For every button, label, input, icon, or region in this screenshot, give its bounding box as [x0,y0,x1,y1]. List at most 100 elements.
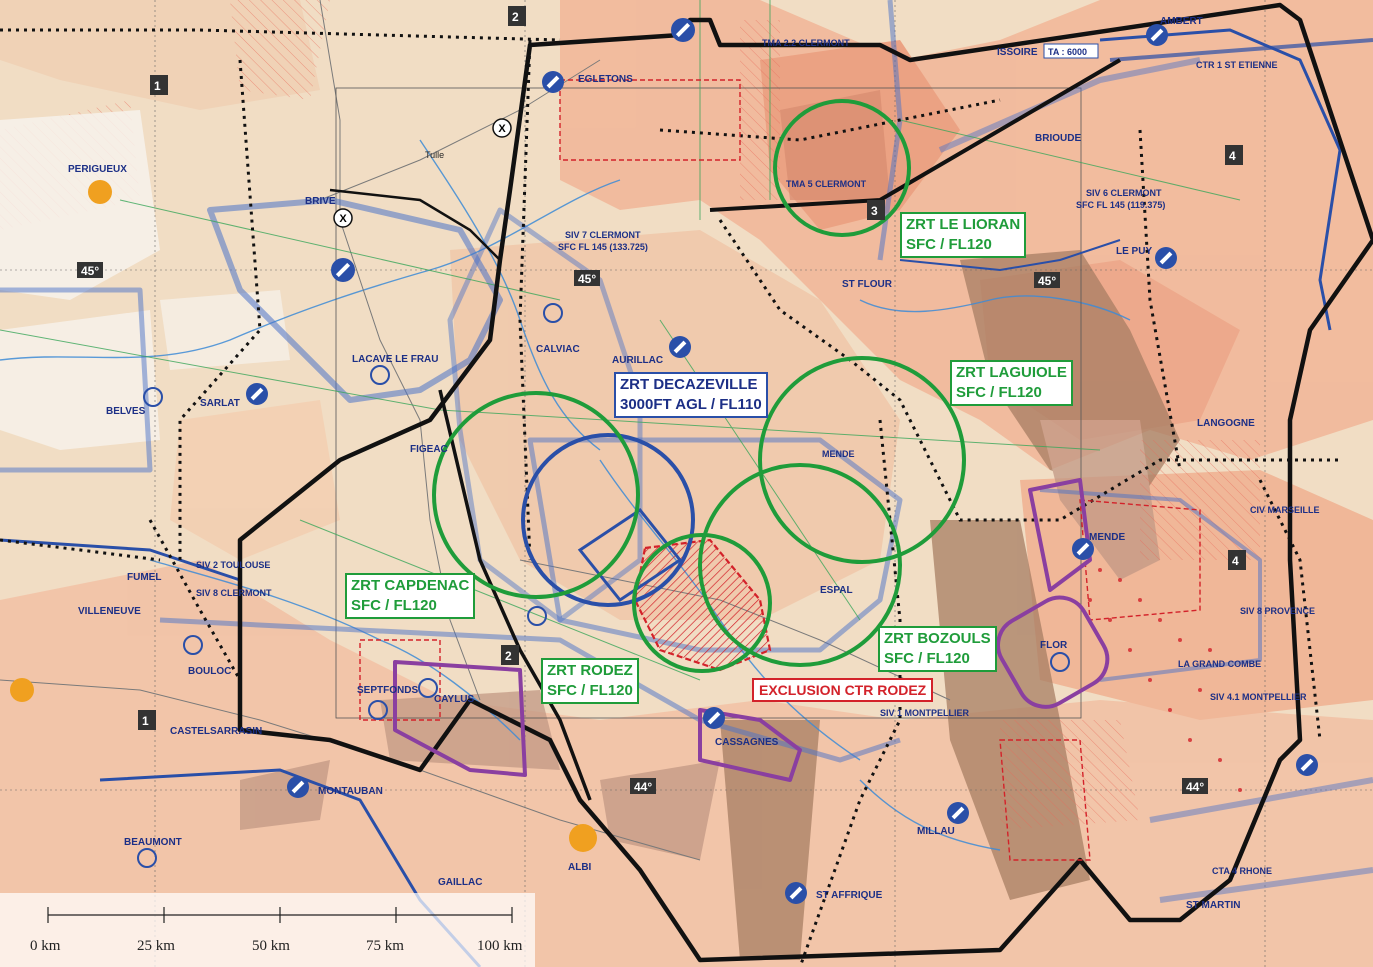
sector-number-1a: 1 [154,79,161,93]
airport-symbols [10,18,1318,904]
place-calviac: CALVIAC [536,344,580,355]
place-sarlat: SARLAT [200,398,240,409]
exclusion-ctr-rodez-label: EXCLUSION CTR RODEZ [752,678,934,702]
zrt-capdenac-name: ZRT CAPDENAC [351,577,470,594]
place-langogne: LANGOGNE [1197,418,1255,429]
zrt-lioran-circle [773,99,911,237]
grid-labels: 2 3 1 1 2 4 4 45° 45° 45° 44° 44° [81,10,1239,794]
fir-dotted-lines [0,28,1340,967]
place-lacave: LACAVE LE FRAU [352,354,438,365]
zrt-laguiole-label: ZRT LAGUIOLE SFC / FL120 [950,360,1073,406]
zrt-capdenac-circle [432,391,640,599]
place-castelsarrasin: CASTELSARRASIN [170,726,262,737]
scale-label-75: 75 km [366,938,404,954]
label-mende-v: MENDE [822,449,855,459]
zrt-bozouls-name: ZRT BOZOULS [884,630,991,647]
zrt-lioran-label: ZRT LE LIORAN SFC / FL120 [900,212,1027,258]
place-issoire: ISSOIRE [997,47,1038,58]
place-tulle: Tulle [425,150,444,160]
sector-number-boxes [77,6,1246,794]
zrt-lioran-name: ZRT LE LIORAN [906,216,1021,233]
place-septfonds: SEPTFONDS [357,685,418,696]
scale-bar: 0 km 25 km 50 km 75 km 100 km [0,893,535,967]
label-siv1m: SIV 1 MONTPELLIER [880,708,970,718]
place-egletons: EGLETONS [578,74,633,85]
place-brioude: BRIOUDE [1035,133,1081,144]
svg-text:X: X [498,123,506,135]
sector-number-2a: 2 [512,10,519,24]
place-fumel: FUMEL [127,572,161,583]
place-perigueux: PERIGUEUX [68,164,127,175]
reporting-points: X X [333,118,512,228]
navaid-markers [137,303,1070,868]
place-bouloc: BOULOC [188,666,231,677]
zrt-bozouls-circle [698,463,902,667]
zrt-capdenac-limits: SFC / FL120 [351,597,437,614]
zrt-bozouls-limits: SFC / FL120 [884,650,970,667]
red-area-outlines [359,79,1201,861]
lat-45-c: 45° [1038,274,1056,288]
sector-number-2b: 2 [505,649,512,663]
purple-zones [393,478,1110,782]
label-ctr1: CTR 1 ST ETIENNE [1196,60,1278,70]
label-tma5: TMA 5 CLERMONT [786,179,867,189]
red-dots-cluster [1088,568,1242,792]
place-stmartin: ST MARTIN [1186,900,1240,911]
zrt-rodez-label: ZRT RODEZ SFC / FL120 [541,658,639,704]
lat-45-a: 45° [81,264,99,278]
decazeville-blue-circle [521,433,695,607]
place-millau: MILLAU [917,826,955,837]
place-ambert: AMBERT [1160,16,1203,27]
lowland-areas [0,110,290,450]
scale-label-100: 100 km [477,938,523,954]
zrt-circles [432,99,966,673]
lat-44-b: 44° [1186,780,1204,794]
zrt-laguiole-circle [758,356,966,564]
zrt-lioran-limits: SFC / FL120 [906,236,992,253]
label-tma22: TMA 2.2 CLERMONT [762,38,850,48]
label-cta4: CTA 4 RHONE [1212,866,1272,876]
scale-bar-svg: 0 km 25 km 50 km 75 km 100 km [30,907,523,954]
sector-number-3: 3 [871,204,878,218]
place-florac: FLOR [1040,640,1068,651]
zrt-decazeville-label: ZRT DECAZEVILLE 3000FT AGL / FL110 [614,372,768,418]
exclusion-ctr-rodez-text: EXCLUSION CTR RODEZ [759,682,927,698]
scale-label-25: 25 km [137,938,175,954]
scale-label-0: 0 km [30,938,61,954]
place-caylus: CAYLUS [434,694,475,705]
lat-45-b: 45° [578,272,596,286]
label-siv8: SIV 8 CLERMONT [196,588,272,598]
place-beaumont: BEAUMONT [124,837,182,848]
scale-label-50: 50 km [252,938,290,954]
zrt-capdenac-label: ZRT CAPDENAC SFC / FL120 [345,573,476,619]
svg-text:X: X [339,213,347,225]
place-belves: BELVES [106,406,146,417]
label-siv4m: SIV 4.1 MONTPELLIER [1210,692,1307,702]
inner-black-line-3 [438,389,592,801]
label-siv2: SIV 2 TOULOUSE [196,560,270,570]
place-espal: ESPAL [820,585,853,596]
lat-44-a: 44° [634,780,652,794]
place-albi: ALBI [568,862,592,873]
airspace-labels: TMA 2.2 CLERMONT SIV 7 CLERMONT SFC FL 1… [196,38,1320,876]
zrt-rodez-circle [632,533,772,673]
inner-black-line-2 [329,188,501,261]
decazeville-inner-tma [577,507,683,603]
label-siv7: SIV 7 CLERMONT [565,230,641,240]
sector-number-1b: 1 [142,714,149,728]
label-siv-provence: SIV 8 PROVENCE [1240,606,1315,616]
place-aurillac: AURILLAC [612,355,663,366]
sector-number-4b: 4 [1232,554,1239,568]
label-civ-marseille: CIV MARSEILLE [1250,505,1320,515]
place-lepuy: LE PUY [1116,246,1152,257]
ctr-rodez-area [633,538,772,672]
zrt-laguiole-name: ZRT LAGUIOLE [956,364,1067,381]
label-siv6: SIV 6 CLERMONT [1086,188,1162,198]
zrt-decazeville-name: ZRT DECAZEVILLE [620,376,758,393]
place-staffrique: ST AFFRIQUE [816,890,883,901]
label-siv6-limits: SFC FL 145 (119.375) [1076,200,1165,210]
zrt-bozouls-label: ZRT BOZOULS SFC / FL120 [878,626,997,672]
zrt-laguiole-limits: SFC / FL120 [956,384,1042,401]
zrt-decazeville-limits: 3000FT AGL / FL110 [620,396,762,413]
